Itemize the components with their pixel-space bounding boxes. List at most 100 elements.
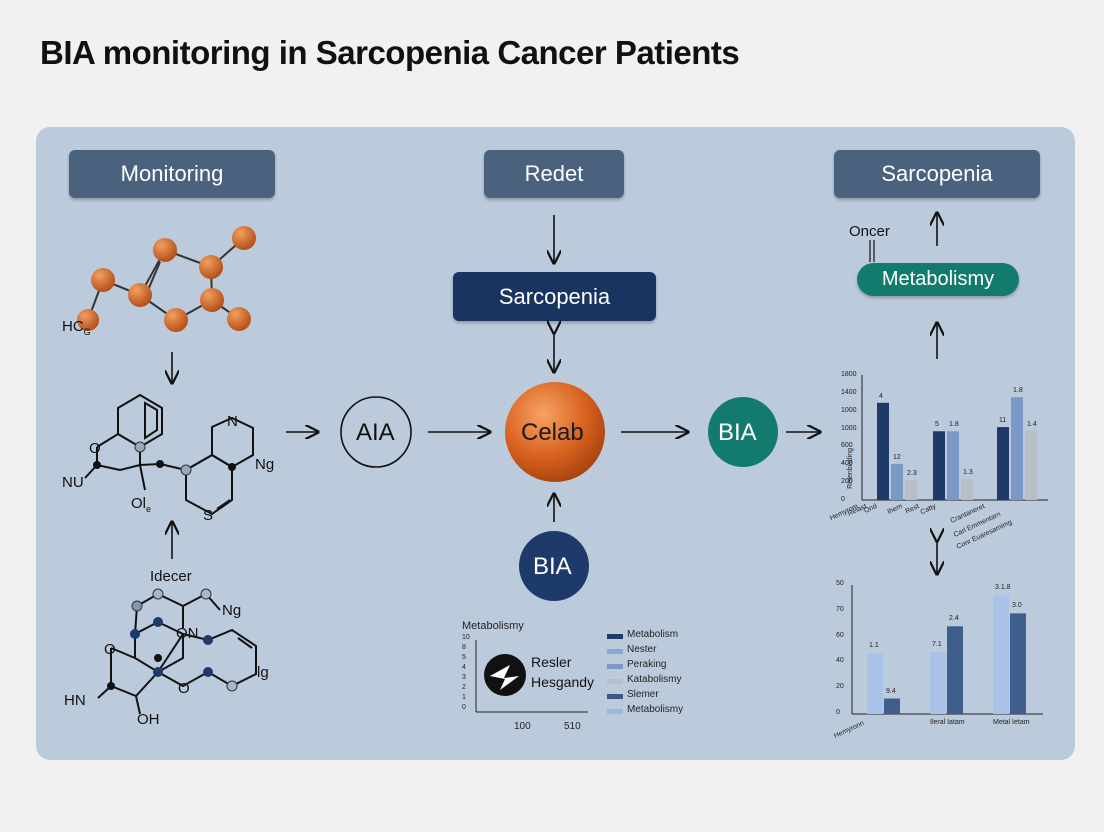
chart1-bar-label: 1.4 bbox=[1027, 420, 1037, 428]
chart2-bar-label: 2.4 bbox=[949, 615, 959, 623]
chart2-bar bbox=[884, 698, 900, 714]
mol-oh: OH bbox=[137, 711, 160, 728]
mini-chart bbox=[475, 640, 588, 713]
mini-y-tick: 2 bbox=[462, 684, 466, 691]
aia-label: AIA bbox=[356, 419, 395, 446]
mini-chart-title: Metabolismy bbox=[462, 620, 524, 632]
mini-chart-logo bbox=[484, 654, 526, 696]
chart1-bar bbox=[997, 427, 1009, 500]
aia-node bbox=[340, 396, 412, 468]
chart2-bar-label: 3.0 bbox=[1012, 602, 1022, 610]
header-sarcopenia: Sarcopenia bbox=[834, 150, 1040, 198]
chart2-bar bbox=[867, 653, 883, 714]
chart1-bar bbox=[1025, 430, 1037, 500]
chart2-bar-label: 7.1 bbox=[932, 641, 942, 649]
chart1-bar-label: 11 bbox=[999, 417, 1007, 425]
chart2-y-tick: 50 bbox=[836, 580, 844, 587]
chart2-y-tick: 40 bbox=[836, 657, 844, 665]
chart2-x-label: Ileral Iatam bbox=[930, 719, 965, 726]
sarcopenia-box: Sarcopenia bbox=[453, 272, 656, 321]
orange-atoms bbox=[77, 226, 256, 332]
chart1-y-tick: 200 bbox=[841, 478, 853, 486]
bia-teal-node bbox=[708, 397, 778, 467]
chart1-bar-label: 12 bbox=[893, 453, 901, 461]
mol-lg: lg bbox=[257, 664, 269, 681]
chart1-bar bbox=[891, 463, 903, 500]
chart1-bar bbox=[905, 479, 917, 500]
mol-hn: HN bbox=[64, 692, 86, 709]
chart2-bar-label: 1.1 bbox=[869, 642, 879, 650]
chart1-y-tick: 1000 bbox=[841, 406, 857, 414]
legend-swatch bbox=[607, 634, 623, 639]
legend-swatch bbox=[607, 709, 623, 714]
chart1-bar bbox=[1011, 397, 1023, 500]
oncer-label: Oncer bbox=[849, 223, 890, 240]
chart1-bar bbox=[877, 402, 889, 500]
mini-y-tick: 5 bbox=[462, 654, 466, 661]
chart2-bar bbox=[993, 595, 1009, 714]
legend-swatch bbox=[607, 694, 623, 699]
chart2-y-tick: 20 bbox=[836, 683, 844, 691]
chart1-bar-label: 1.3 bbox=[963, 469, 973, 477]
chart2-bar-label: 9.4 bbox=[886, 687, 896, 695]
page-title: BIA monitoring in Sarcopenia Cancer Pati… bbox=[40, 34, 740, 71]
right-bar-chart-2 bbox=[851, 585, 1043, 715]
legend-swatch bbox=[607, 664, 623, 669]
legend-label: Metabolismy bbox=[627, 704, 684, 715]
mini-y-tick: 10 bbox=[462, 634, 470, 641]
chart1-y-label: Retenbisding bbox=[846, 448, 854, 489]
chart2-y-tick: 60 bbox=[836, 631, 844, 639]
chart2-bar-label: 3.1.8 bbox=[995, 584, 1011, 592]
bia-navy-label: BIA bbox=[533, 553, 572, 580]
mol-hc: HCG bbox=[62, 318, 91, 337]
mol-n-ring: N bbox=[227, 413, 238, 430]
legend-label: Metabolism bbox=[627, 629, 679, 640]
chart1-bar bbox=[933, 431, 945, 500]
mini-y-tick: 0 bbox=[462, 704, 466, 711]
celab-label: Celab bbox=[521, 419, 584, 446]
mol-s: S bbox=[203, 507, 214, 524]
mini-y-tick: 4 bbox=[462, 664, 466, 671]
chart1-bar-label: 1.8 bbox=[949, 421, 959, 429]
bia-teal-label: BIA bbox=[718, 419, 757, 446]
chart1-bar-label: 1.8 bbox=[1013, 387, 1023, 395]
chart1-bar bbox=[961, 479, 973, 500]
header-redet: Redet bbox=[484, 150, 624, 198]
bia-navy-node bbox=[519, 531, 589, 601]
chart1-bar bbox=[947, 431, 959, 500]
chart1-y-tick: 400 bbox=[841, 460, 853, 468]
legend-label: Katabolismy bbox=[627, 674, 682, 685]
mini-y-tick: 1 bbox=[462, 694, 466, 701]
mol-nu: NU bbox=[62, 474, 84, 491]
chart1-bar-label: 2.3 bbox=[907, 469, 917, 477]
chart1-y-tick: 1000 bbox=[841, 424, 857, 432]
legend-swatch bbox=[607, 649, 623, 654]
legend-label: Nester bbox=[627, 644, 657, 655]
chart1-y-tick: 0 bbox=[841, 496, 845, 503]
skeletal-molecule-1 bbox=[84, 393, 254, 516]
chart2-bar bbox=[930, 652, 946, 714]
chart2-y-tick: 70 bbox=[836, 605, 844, 613]
chart2-x-label: Metal Ietam bbox=[993, 719, 1030, 726]
mini-chart-legend bbox=[607, 634, 623, 714]
legend-label: Slemer bbox=[627, 689, 659, 700]
right-bar-chart-1 bbox=[861, 375, 1048, 501]
chart2-y-tick: 0 bbox=[836, 709, 840, 716]
skeletal-atoms-1 bbox=[93, 441, 236, 476]
chart1-bar-label: 4 bbox=[879, 392, 883, 400]
celab-node bbox=[505, 382, 605, 482]
mol-on: ON bbox=[176, 625, 199, 642]
chart2-bar bbox=[947, 626, 963, 714]
skeletal-atoms-2 bbox=[107, 588, 238, 692]
mini-y-tick: 3 bbox=[462, 674, 466, 681]
mol-ng: Ng bbox=[255, 456, 275, 473]
chart1-y-tick: 1800 bbox=[841, 371, 857, 378]
mini-x-tick-1: 100 bbox=[514, 721, 531, 732]
mol-ng2: Ng bbox=[222, 602, 242, 619]
mol-idecer: Idecer bbox=[150, 568, 192, 585]
mol-o-top: O bbox=[89, 440, 101, 457]
legend-label: Peraking bbox=[627, 659, 667, 670]
chart1-y-tick: 600 bbox=[841, 442, 853, 450]
mol-o-mid: O bbox=[178, 680, 190, 697]
chart1-y-tick: 1400 bbox=[841, 388, 857, 396]
